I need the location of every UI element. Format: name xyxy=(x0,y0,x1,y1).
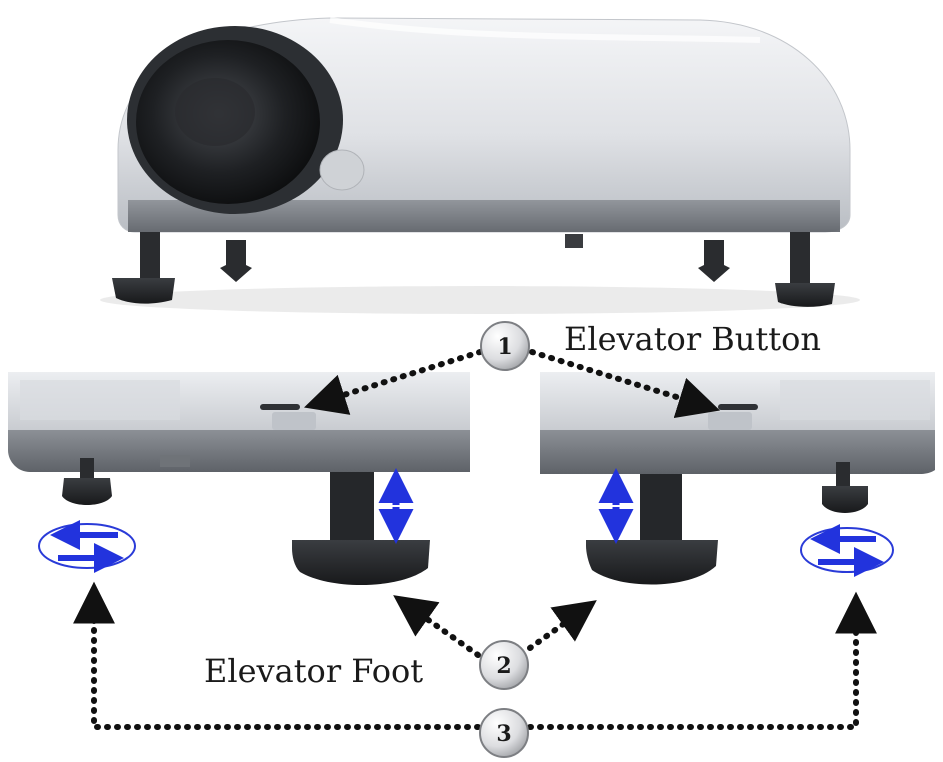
rotate-icon-right xyxy=(801,528,893,572)
lens xyxy=(127,26,343,214)
leader-2-left xyxy=(400,600,478,655)
tilt-foot-right xyxy=(698,240,730,282)
projector-top-view xyxy=(100,18,860,314)
tilt-foot-left xyxy=(220,240,252,282)
callout-2: 2 xyxy=(480,641,528,689)
tilt-foot-left-detail xyxy=(62,478,112,505)
callout-number: 1 xyxy=(497,334,512,360)
elevator-foot-left-detail xyxy=(292,540,430,585)
rotate-icon-left xyxy=(39,524,135,568)
callout-number: 2 xyxy=(496,653,511,679)
elevator-foot-right xyxy=(790,232,810,287)
callout-1: 1 xyxy=(481,322,529,370)
right-detail-view xyxy=(540,372,935,585)
elevator-foot-left xyxy=(140,232,160,282)
callout-3: 3 xyxy=(480,709,528,757)
elevator-button-left xyxy=(272,412,316,430)
elevator-foot-right-detail xyxy=(586,540,718,585)
callout-number: 3 xyxy=(496,721,511,747)
left-detail-view xyxy=(8,372,470,585)
leader-3-right xyxy=(530,600,856,727)
height-adjust-arrows xyxy=(396,482,616,530)
elevator-foot-label: Elevator Foot xyxy=(204,655,423,687)
ir-sensor xyxy=(320,150,364,190)
rotate-arrows xyxy=(39,524,893,572)
tilt-foot-right-detail xyxy=(822,486,868,513)
elevator-button-label: Elevator Button xyxy=(564,323,821,355)
leader-2-right xyxy=(530,605,590,648)
elevator-button-right xyxy=(708,412,752,430)
